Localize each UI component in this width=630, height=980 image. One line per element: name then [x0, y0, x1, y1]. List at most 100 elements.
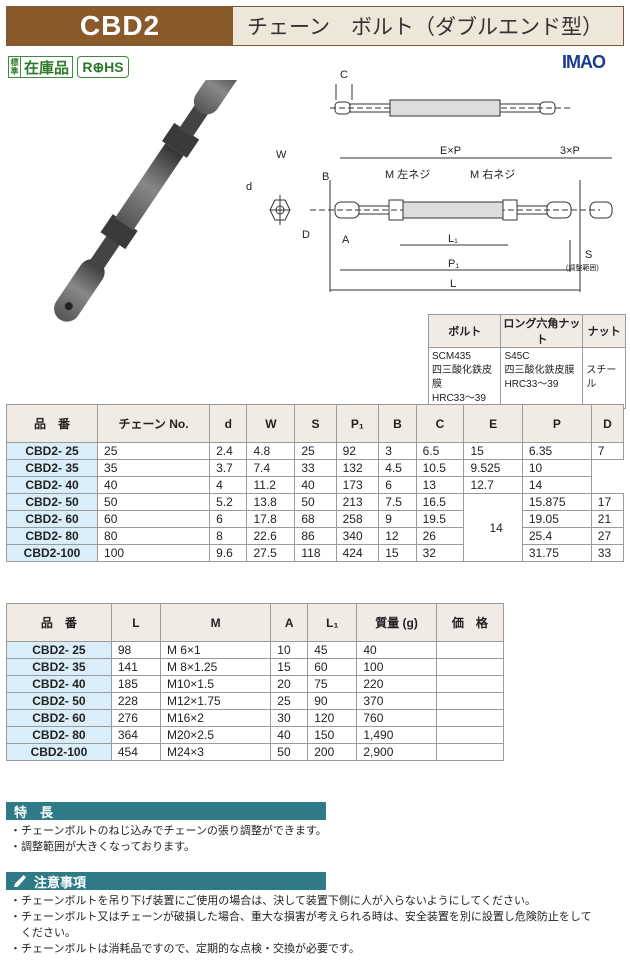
table-cell: M 6×1: [159, 641, 272, 659]
hex-nut-left: [100, 214, 138, 250]
mat-long-nut: S45C 四三酸化鉄皮膜 HRC33～39: [500, 347, 584, 409]
table-cell: 20: [270, 675, 309, 693]
table-cell: 9: [378, 510, 417, 528]
table-cell: 50: [270, 743, 309, 761]
table1-header: チェーン No.: [97, 404, 211, 443]
part-number-cell: CBD2- 25: [6, 641, 112, 659]
table-cell: 26: [415, 527, 465, 545]
part-number-cell: CBD2-100: [5, 544, 99, 562]
table-cell: 40: [356, 641, 437, 659]
table-cell: [435, 692, 505, 710]
table-cell: 9.525: [463, 459, 523, 477]
table-cell: 25: [97, 442, 211, 460]
table-cell: 120: [307, 709, 358, 727]
table-cell: 118: [294, 544, 337, 562]
product-photo: [54, 80, 239, 322]
table-cell: 173: [335, 476, 380, 494]
table-cell: [435, 709, 505, 727]
table-cell: [435, 641, 505, 659]
table-cell: 276: [110, 709, 161, 727]
table2-header: 品 番: [6, 603, 112, 642]
table2-header: L: [110, 603, 161, 642]
table-cell: 10.5: [415, 459, 465, 477]
table-cell: M16×2: [159, 709, 272, 727]
table-cell: 4: [209, 476, 248, 494]
table-cell: 50: [97, 493, 211, 511]
table-cell: 90: [307, 692, 358, 710]
part-number-cell: CBD2- 40: [5, 476, 99, 494]
table1-header: P₁: [335, 404, 380, 443]
part-number-cell: CBD2- 35: [6, 658, 112, 676]
table-cell: 12.7: [463, 476, 523, 494]
table-cell: 40: [294, 476, 337, 494]
product-title: チェーン ボルト（ダブルエンド型）: [233, 7, 623, 45]
label-c: C: [340, 69, 348, 81]
table-cell: 15: [378, 544, 417, 562]
table2-header: 価 格: [435, 603, 505, 642]
table-cell: M 8×1.25: [159, 658, 272, 676]
label-b: B: [322, 171, 329, 183]
label-s: S: [585, 249, 592, 261]
caution-item: ・チェーンボルトは消耗品ですので、定期的な点検・交換が必要です。: [10, 942, 360, 955]
table1-header: C: [415, 404, 465, 443]
table-cell: M20×2.5: [159, 726, 272, 744]
table-cell: 6: [209, 510, 248, 528]
part-number-cell: CBD2- 50: [6, 692, 112, 710]
part-number-cell: CBD2- 40: [6, 675, 112, 693]
pencil-icon: [14, 875, 26, 887]
table-cell: 17: [590, 493, 625, 511]
cautions-title: 注意事項: [34, 875, 87, 891]
table-cell: 5.2: [209, 493, 248, 511]
label-m-left: M 左ネジ: [385, 168, 430, 181]
stock-label: 在庫品: [24, 58, 70, 77]
table-cell: M12×1.75: [159, 692, 272, 710]
table-cell: 25: [294, 442, 337, 460]
table-cell: [435, 726, 505, 744]
hex-nut-right: [161, 122, 200, 158]
caution-item: ・チェーンボルトを吊り下げ装置にご使用の場合は、決して装置下側に人が入らないよう…: [10, 894, 537, 907]
label-a: A: [342, 234, 350, 246]
caution-item: ・チェーンボルト又はチェーンが破損した場合、重大な損害が考えられる時は、安全装置…: [10, 910, 592, 923]
table-cell: 15: [270, 658, 309, 676]
table-cell: 1,490: [356, 726, 437, 744]
label-exp: E×P: [440, 145, 461, 157]
page-header: CBD2 チェーン ボルト（ダブルエンド型）: [6, 6, 624, 46]
table-cell: 22.6: [246, 527, 296, 545]
table-cell: 220: [356, 675, 437, 693]
table-cell: 7.5: [378, 493, 417, 511]
table-cell: 200: [307, 743, 358, 761]
part-number-cell: CBD2- 80: [6, 726, 112, 744]
table-cell: 40: [97, 476, 211, 494]
dimension-drawing: C W d B D A E×P 3×P M 左ネジ M 右ネジ L₁ P₁ L …: [246, 69, 613, 292]
table-cell: 9.6: [209, 544, 248, 562]
table1-header: B: [378, 404, 417, 443]
part-number-cell: CBD2- 60: [6, 709, 112, 727]
table-cell: M10×1.5: [159, 675, 272, 693]
table2-header: M: [159, 603, 272, 642]
label-big-d: D: [302, 229, 310, 241]
cautions-section-header: 注意事項: [6, 872, 326, 891]
label-s-note: (調整範囲): [566, 263, 599, 272]
table-cell: 40: [270, 726, 309, 744]
mat-header-long-nut: ロング六角ナット: [500, 314, 584, 348]
table-cell: 424: [335, 544, 380, 562]
table-cell: 17.8: [246, 510, 296, 528]
table-cell: 10: [270, 641, 309, 659]
table-cell: 19.05: [521, 510, 592, 528]
table-cell: 25.4: [521, 527, 592, 545]
table-cell: 68: [294, 510, 337, 528]
table-cell: 760: [356, 709, 437, 727]
table-cell: 13.8: [246, 493, 296, 511]
part-number-cell: CBD2-100: [6, 743, 112, 761]
table-cell: 25: [270, 692, 309, 710]
table-cell: 14: [521, 476, 592, 494]
table1-header: E: [463, 404, 523, 443]
caution-item: ください。: [10, 926, 76, 939]
table-cell: 35: [97, 459, 211, 477]
